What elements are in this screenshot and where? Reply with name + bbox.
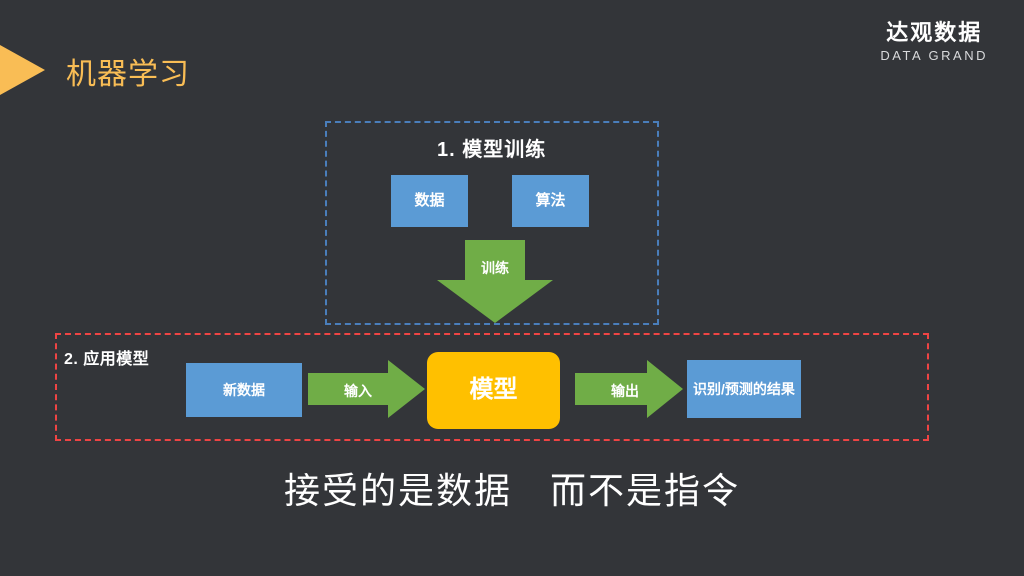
slide-caption: 接受的是数据 而不是指令 [283, 470, 740, 511]
application-section-border [55, 333, 929, 441]
node-result: 识别/预测的结果 [687, 360, 801, 418]
arrow-down-training [437, 240, 553, 323]
application-section-heading: 2. 应用模型 [64, 351, 150, 368]
brand-logo: 达观数据 DATA GRAND [880, 20, 988, 63]
arrow-right-output [575, 360, 683, 418]
arrow-label-input: 输入 [344, 383, 372, 399]
arrow-label-training: 训练 [481, 260, 509, 276]
arrow-label-output: 输出 [611, 383, 639, 399]
brand-logo-cn: 达观数据 [886, 20, 983, 45]
node-data: 数据 [391, 175, 468, 227]
node-model: 模型 [427, 352, 560, 429]
training-section-heading: 1. 模型训练 [437, 139, 547, 161]
brand-logo-en: DATA GRAND [880, 48, 988, 63]
training-section-border [325, 121, 659, 325]
page-title: 机器学习 [66, 58, 190, 91]
node-algorithm: 算法 [512, 175, 589, 227]
node-new-data: 新数据 [186, 363, 302, 417]
arrow-right-input [308, 360, 425, 418]
triangle-right-icon [0, 45, 45, 95]
